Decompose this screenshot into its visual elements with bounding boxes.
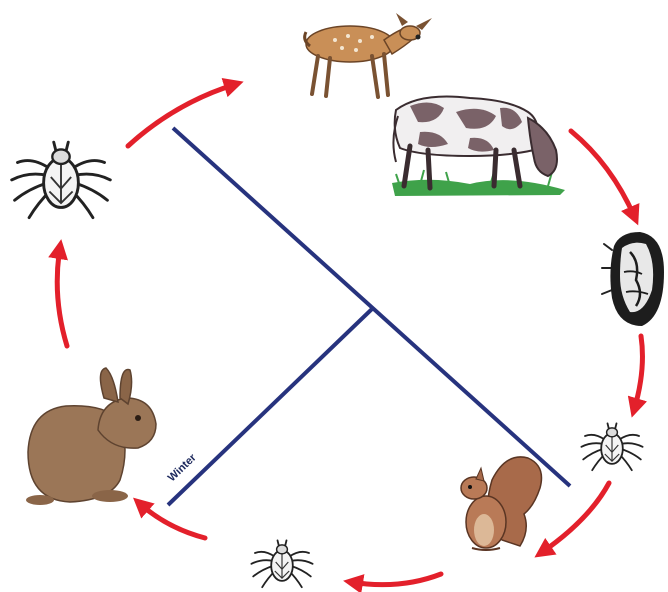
arrow-engorged-to-nymph <box>634 336 642 410</box>
arrow-rabbit-to-tick <box>57 247 67 346</box>
tick-icon <box>12 142 111 217</box>
squirrel-icon <box>461 457 542 550</box>
rabbit-icon <box>26 368 156 505</box>
arrow-tick-to-rabbit <box>139 503 205 538</box>
engorged-tick-icon <box>602 232 664 326</box>
cow-icon <box>392 97 565 197</box>
tick-icon <box>581 423 642 470</box>
winter-divider-line <box>168 308 373 505</box>
arrow-squirrel-to-tick <box>351 574 441 585</box>
arrow-cow-to-engorged <box>571 131 635 218</box>
deer-icon <box>305 13 432 97</box>
arrow-tick-to-squirrel <box>541 483 609 553</box>
tick-icon <box>251 540 312 587</box>
